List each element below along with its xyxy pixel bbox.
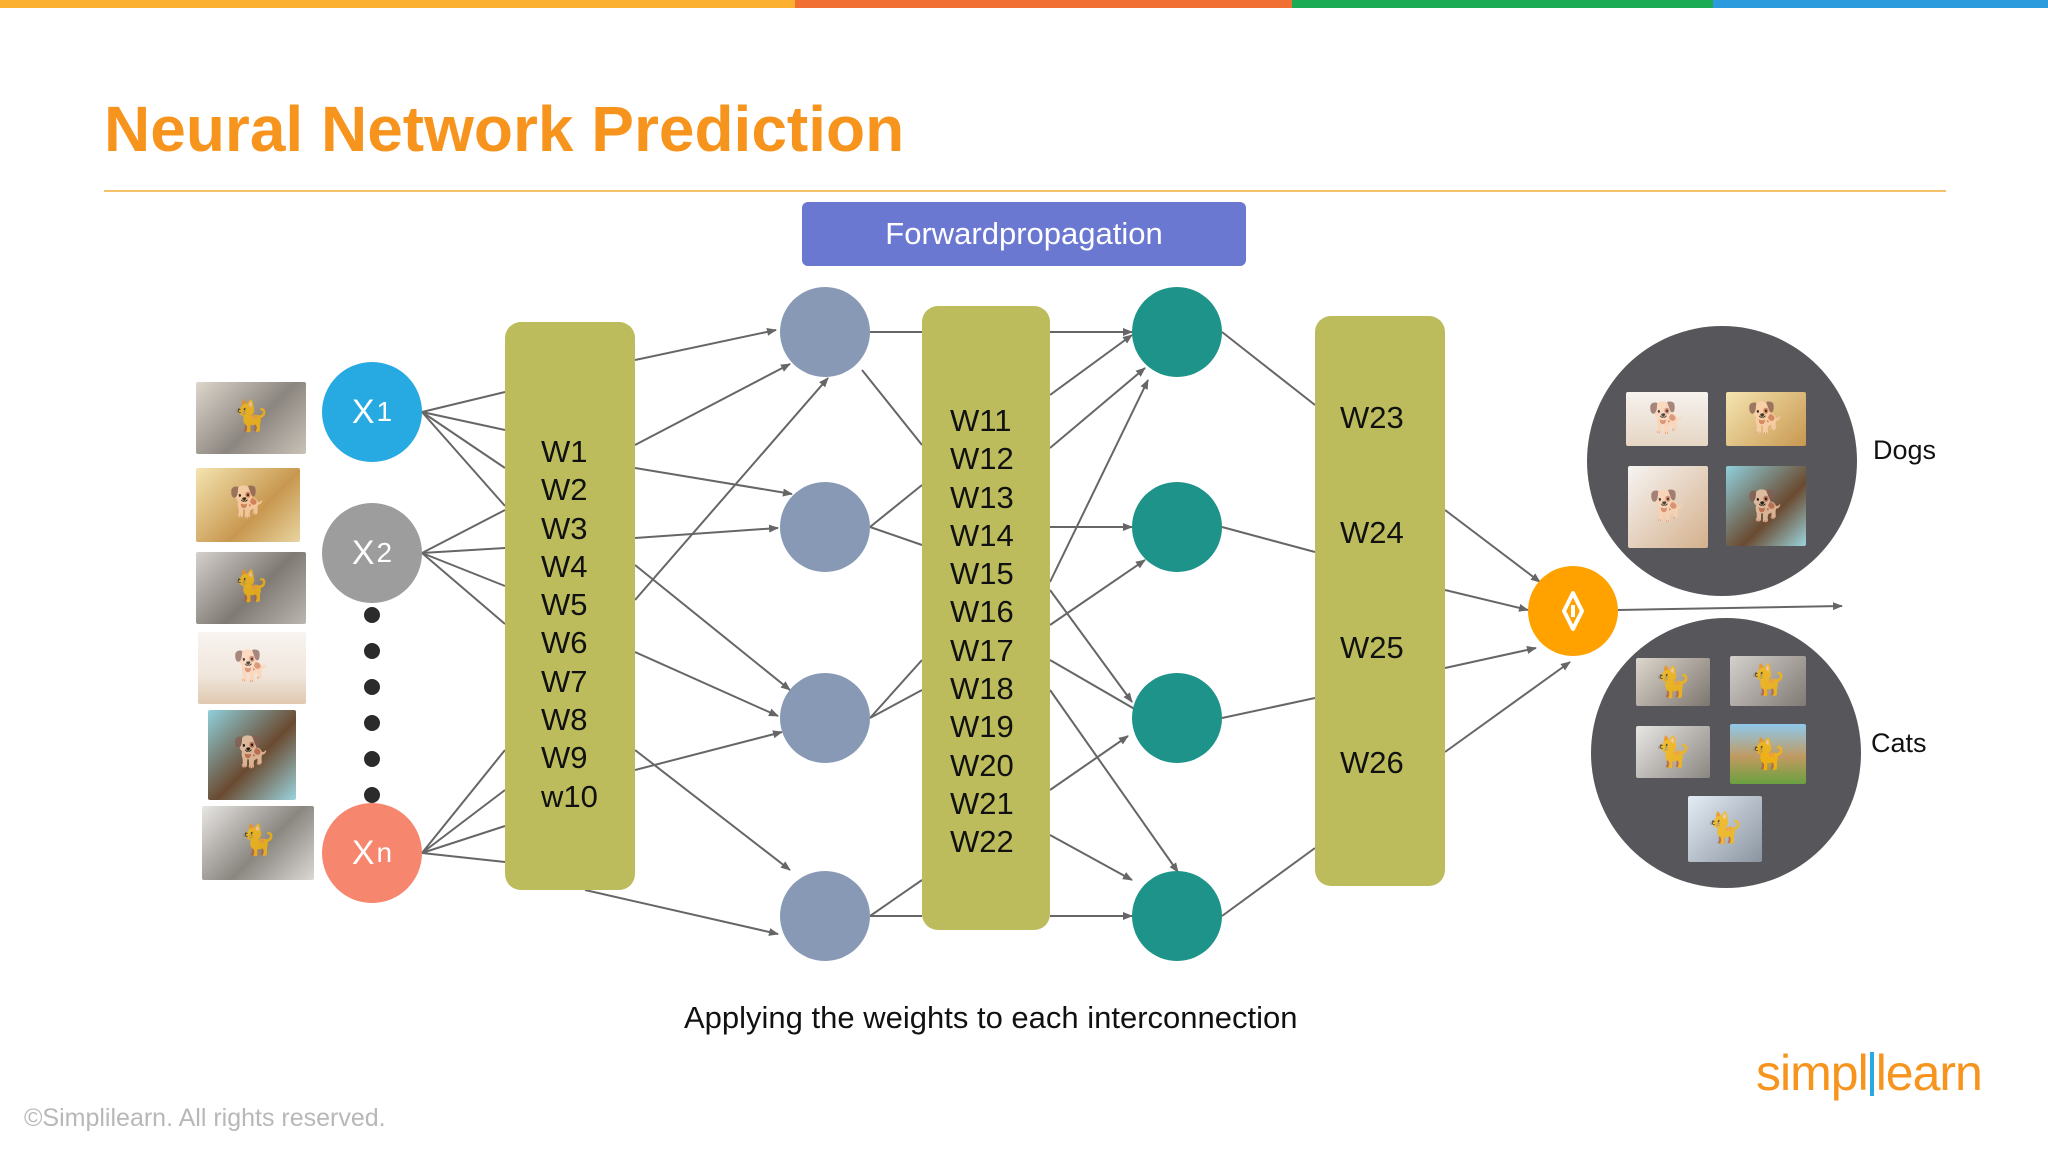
output-node	[1528, 566, 1618, 656]
weight-label: W4	[541, 548, 588, 584]
weight-label: W13	[950, 479, 1014, 515]
weights-layer3-box	[1315, 316, 1445, 886]
weights-layer1-list: W1 W2 W3 W4 W5 W6 W7 W8 W9 w10	[541, 433, 598, 816]
weight-label: W20	[950, 747, 1014, 783]
cat-photo: 🐈	[1636, 658, 1710, 706]
ellipsis-dot	[364, 607, 380, 623]
page-title: Neural Network Prediction	[104, 93, 905, 165]
weight-label: W7	[541, 663, 588, 699]
ellipsis-dot	[364, 751, 380, 767]
weight-label: W8	[541, 702, 588, 738]
copyright-notice: ©Simplilearn. All rights reserved.	[24, 1104, 386, 1132]
weight-label: W14	[950, 517, 1014, 553]
weight-label: W23	[1340, 400, 1404, 435]
cat-photo: 🐈	[1730, 724, 1806, 784]
weight-label: W3	[541, 510, 588, 546]
node-subscript: 1	[376, 396, 393, 427]
cat-photo: 🐈	[196, 382, 306, 454]
dog-photo: 🐕	[196, 468, 300, 542]
hidden1-node	[780, 287, 870, 377]
weight-label: W19	[950, 709, 1014, 745]
weight-label: W21	[950, 785, 1014, 821]
weight-label: W2	[541, 472, 588, 508]
logo-bar	[1869, 1052, 1874, 1096]
node-letter: X	[351, 833, 375, 872]
weight-label: W17	[950, 632, 1014, 668]
dog-photo: 🐕	[198, 632, 306, 704]
ellipsis-dot	[364, 715, 380, 731]
diagram-caption: Applying the weights to each interconnec…	[684, 1000, 1298, 1035]
dogs-label: Dogs	[1873, 435, 1937, 465]
title-divider	[104, 190, 1946, 192]
weight-label: W18	[950, 671, 1014, 707]
cat-photo: 🐈	[1688, 796, 1762, 862]
sigma-icon	[1562, 591, 1584, 631]
cats-label: Cats	[1871, 728, 1927, 758]
ellipsis-dot	[364, 679, 380, 695]
node-letter: X	[351, 533, 375, 572]
hidden1-node	[780, 871, 870, 961]
weight-label: W22	[950, 824, 1014, 860]
weight-label: w10	[541, 778, 598, 814]
cat-photo: 🐈	[202, 806, 314, 880]
logo-part1: simpl	[1756, 1045, 1869, 1101]
weight-label: W6	[541, 625, 588, 661]
forward-propagation-banner: Forwardpropagation	[802, 202, 1246, 266]
weight-label: W25	[1340, 630, 1404, 665]
weight-label: W5	[541, 587, 588, 623]
hidden2-node	[1132, 482, 1222, 572]
ellipsis-dot	[364, 643, 380, 659]
logo-part2: learn	[1875, 1045, 1983, 1101]
cat-photo: 🐈	[1730, 656, 1806, 706]
dog-photo: 🐕	[1628, 466, 1708, 548]
weights-layer2-list: W11 W12 W13 W14 W15 W16 W17 W18 W19 W20 …	[950, 402, 1014, 862]
weight-label: W24	[1340, 515, 1404, 550]
weight-label: W15	[950, 556, 1014, 592]
cat-photo: 🐈	[1636, 726, 1710, 778]
hidden2-node	[1132, 871, 1222, 961]
hidden2-node	[1132, 287, 1222, 377]
dog-photo: 🐕	[1726, 392, 1806, 446]
dog-photo: 🐕	[208, 710, 296, 800]
top-color-bar	[0, 0, 2048, 8]
dog-photo: 🐕	[1726, 466, 1806, 546]
weight-label: W26	[1340, 745, 1404, 780]
weight-label: W9	[541, 740, 588, 776]
node-letter: X	[351, 392, 375, 431]
dogs-class-circle	[1587, 326, 1857, 596]
node-subscript: n	[376, 837, 393, 868]
weight-label: W1	[541, 434, 588, 469]
hidden1-node	[780, 673, 870, 763]
weight-label: W12	[950, 441, 1014, 477]
ellipsis-dot	[364, 787, 380, 803]
weights-layer2-box	[922, 306, 1050, 930]
dog-photo: 🐕	[1626, 392, 1708, 446]
hidden2-node	[1132, 673, 1222, 763]
cat-photo: 🐈	[196, 552, 306, 624]
weight-label: W16	[950, 594, 1014, 630]
node-subscript: 2	[376, 537, 393, 568]
weight-label: W11	[950, 403, 1012, 438]
weights-layer1-box	[505, 322, 635, 890]
hidden1-node	[780, 482, 870, 572]
